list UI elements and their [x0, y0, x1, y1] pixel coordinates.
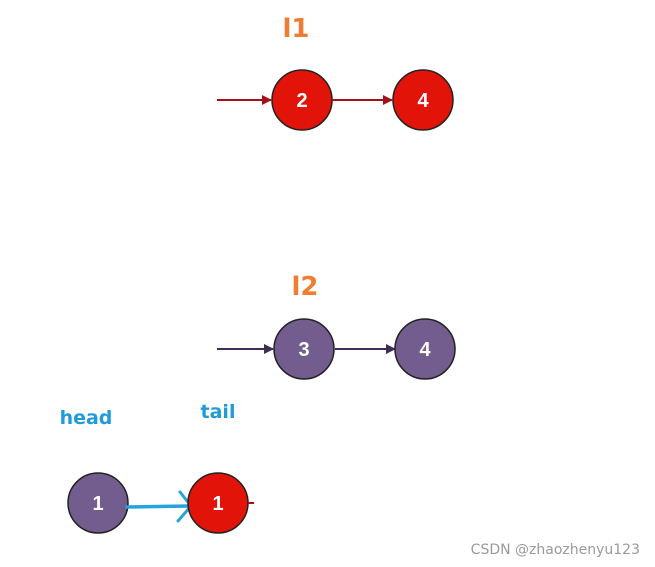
tail-node: 1	[187, 472, 249, 534]
tail-node-value: 1	[212, 493, 223, 515]
l2-node-1-value: 3	[298, 339, 309, 361]
l2-node-2: 4	[394, 318, 456, 380]
l2-label: l2	[291, 272, 318, 302]
head-node: 1	[67, 472, 129, 534]
l1-node-1-value: 2	[296, 90, 307, 112]
head-label: head	[60, 407, 113, 429]
l2-node-1: 3	[273, 318, 335, 380]
tail-label: tail	[201, 401, 236, 423]
head-to-tail-arrow	[125, 490, 193, 523]
head-node-value: 1	[92, 493, 103, 515]
l1-node-2: 4	[392, 69, 454, 131]
l1-label: l1	[282, 14, 309, 44]
l2-node-2-value: 4	[419, 339, 431, 361]
l1-node-1: 2	[271, 69, 333, 131]
l1-node-2-value: 4	[417, 90, 429, 112]
watermark-text: CSDN @zhaozhenyu123	[471, 542, 640, 558]
